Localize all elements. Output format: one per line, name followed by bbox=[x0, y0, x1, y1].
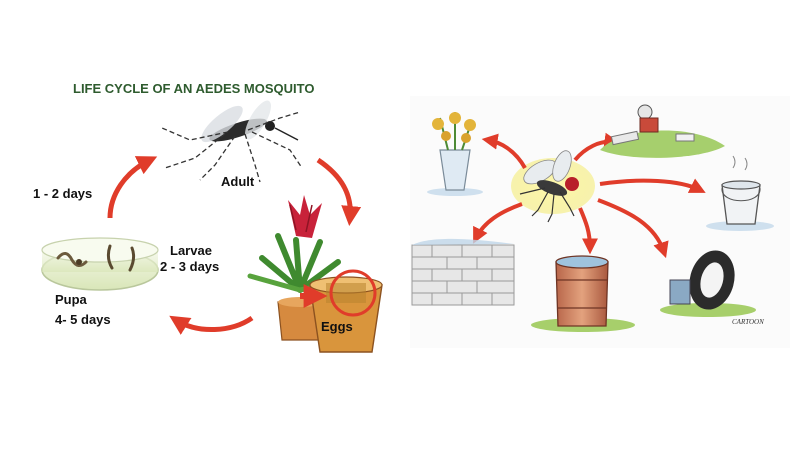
eggs-label: Eggs bbox=[321, 319, 353, 334]
arrow-to-vase bbox=[481, 133, 527, 170]
plant-pot-illustration: Eggs bbox=[247, 195, 383, 353]
larvae-duration-label: 2 - 3 days bbox=[160, 259, 219, 274]
eggs-highlight-circle bbox=[329, 269, 377, 317]
diagram-title: LIFE CYCLE OF AN AEDES MOSQUITO bbox=[73, 81, 314, 96]
central-mosquito-illustration bbox=[511, 150, 595, 223]
bucket-illustration bbox=[706, 155, 774, 231]
barrel-illustration bbox=[531, 255, 635, 332]
artist-signature: CARTOON bbox=[732, 318, 764, 326]
adult-duration-label: 1 - 2 days bbox=[33, 186, 92, 201]
adult-label: Adult bbox=[221, 174, 255, 189]
eggs-to-pupa-arrow bbox=[169, 315, 254, 335]
pupa-label: Pupa bbox=[55, 292, 88, 307]
breeding-sites-panel: CARTOON bbox=[410, 96, 790, 348]
brick-wall-illustration bbox=[411, 238, 515, 306]
larvae-dish-illustration bbox=[41, 237, 159, 291]
adult-mosquito-illustration: Adult bbox=[161, 100, 303, 189]
pupa-duration-label: 4- 5 days bbox=[55, 312, 111, 327]
pupa-to-adult-arrow bbox=[107, 156, 158, 219]
arrow-to-tyre bbox=[597, 198, 669, 259]
arrow-to-bucket bbox=[599, 178, 706, 193]
arrow-to-barrel bbox=[578, 207, 598, 255]
arrow-to-wall bbox=[473, 202, 523, 244]
flower-vase-illustration bbox=[427, 112, 483, 196]
tyre-illustration bbox=[660, 250, 756, 317]
arrow-to-yard bbox=[573, 132, 621, 162]
spread-arrows bbox=[473, 132, 706, 259]
larvae-label: Larvae bbox=[170, 243, 212, 258]
life-cycle-panel: LIFE CYCLE OF AN AEDES MOSQUITO Adult 1 … bbox=[33, 81, 383, 353]
adult-to-eggs-arrow bbox=[316, 157, 362, 226]
yard-litter-illustration bbox=[600, 104, 725, 158]
